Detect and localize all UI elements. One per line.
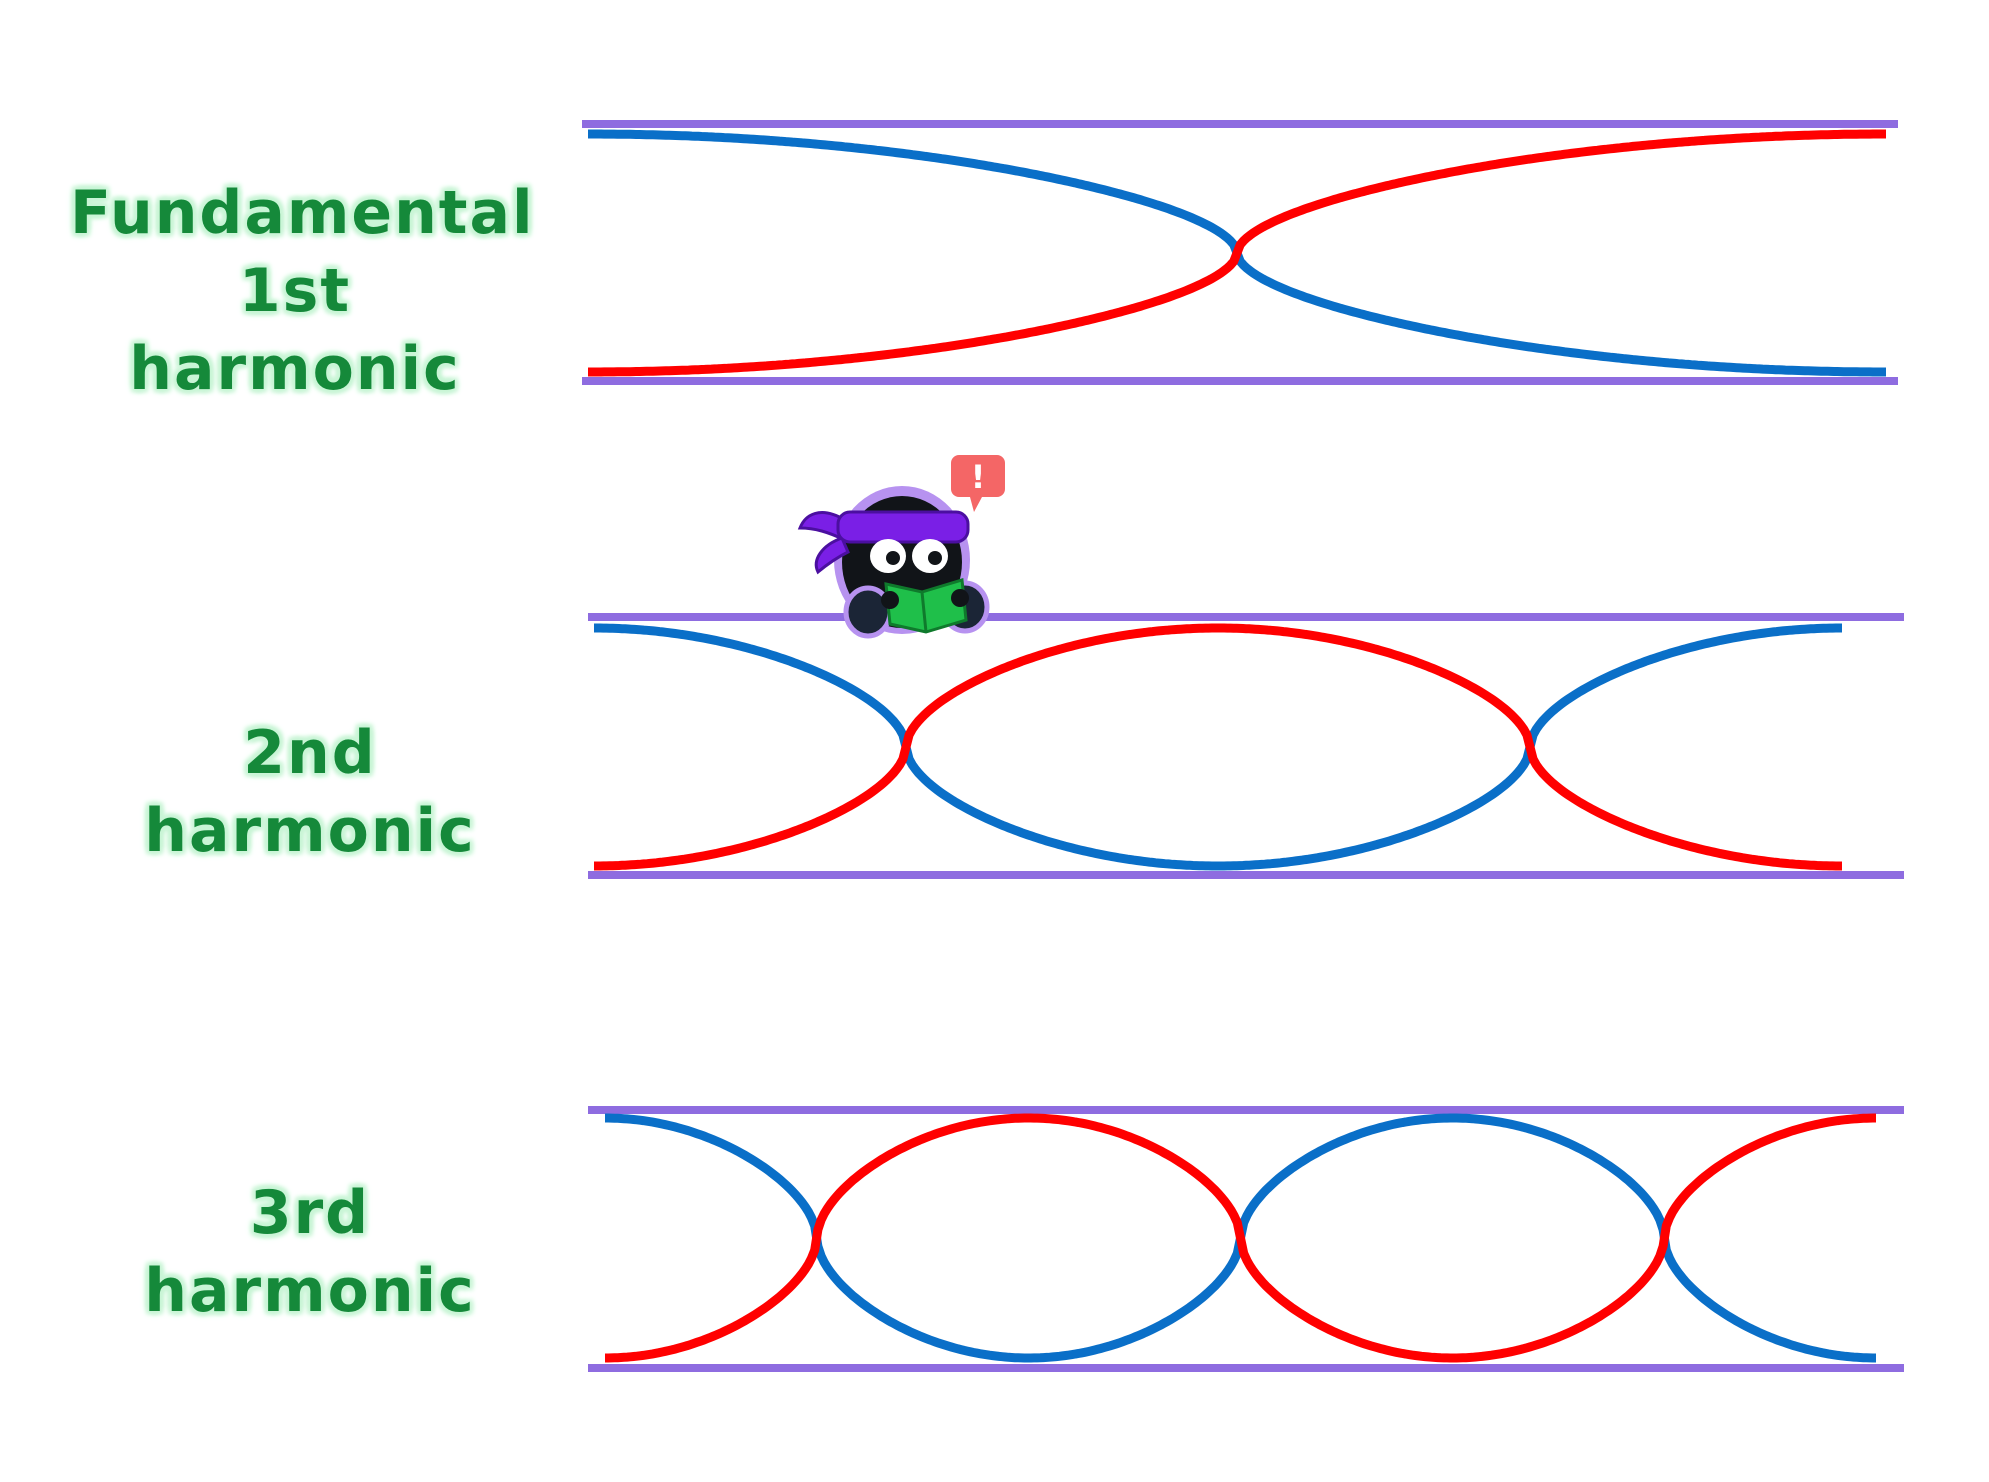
fundamental-wave-red <box>588 129 1886 377</box>
alert-mark: ! <box>971 458 986 496</box>
alert-bubble-icon <box>951 455 1005 497</box>
label-third-harmonic: 3rd harmonic <box>144 1178 476 1326</box>
third-wave-red <box>605 1113 1876 1363</box>
ninja-reading-book-icon: ! <box>797 455 1005 639</box>
label-fundamental: Fundamental 1st harmonic <box>70 174 535 408</box>
label-fundamental-line2: 1st harmonic <box>129 256 461 404</box>
label-second-harmonic: 2nd harmonic <box>144 718 476 866</box>
label-fundamental-line1: Fundamental <box>70 178 535 248</box>
second-wave-red <box>594 623 1842 871</box>
second-wave-blue <box>594 623 1842 871</box>
